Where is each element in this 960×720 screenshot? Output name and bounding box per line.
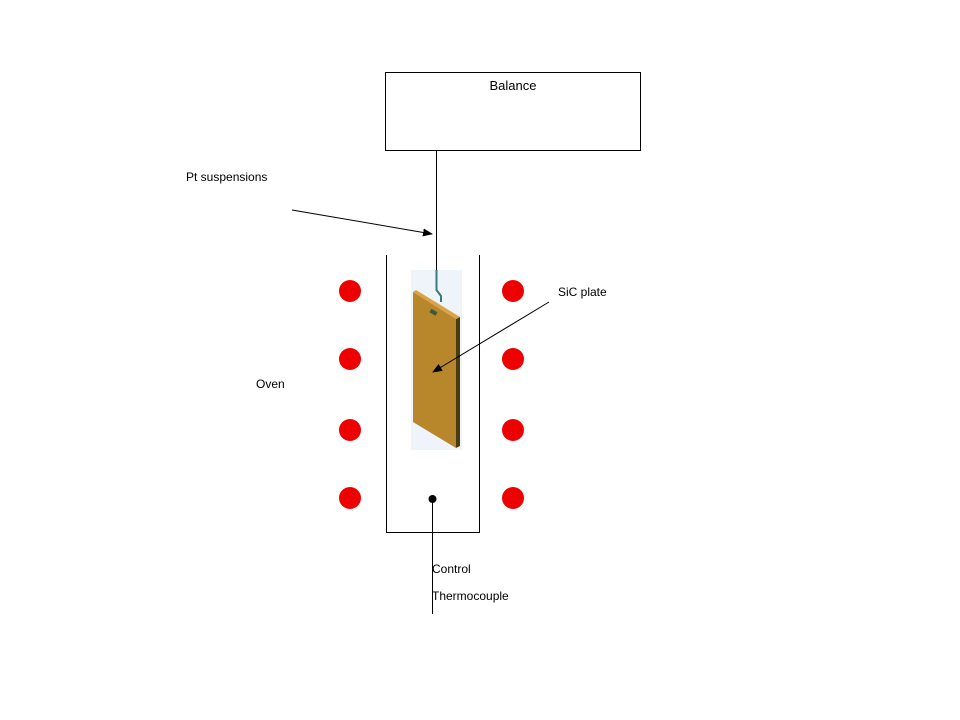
heater-dot	[339, 419, 361, 441]
sic-plate-top	[413, 290, 460, 319]
pt-suspensions-arrow	[291, 209, 433, 237]
heater-dot	[502, 487, 524, 509]
pt-suspensions-label: Pt suspensions	[186, 170, 267, 184]
thermocouple-label: Thermocouple	[432, 589, 509, 603]
heater-dot	[339, 280, 361, 302]
heaters	[339, 280, 524, 509]
heater-dot	[502, 419, 524, 441]
sic-plate-arrow	[432, 301, 550, 373]
heater-dot	[339, 348, 361, 370]
heater-dot	[502, 348, 524, 370]
heater-dot	[339, 487, 361, 509]
control-label: Control	[432, 562, 471, 576]
sic-plate-side	[456, 317, 460, 448]
oven-label: Oven	[256, 377, 285, 391]
plate-hole	[429, 308, 438, 316]
sic-plate-label: SiC plate	[558, 285, 607, 299]
pt-wire	[435, 270, 442, 302]
heater-dot	[502, 280, 524, 302]
balance-label: Balance	[490, 78, 537, 93]
balance-box	[385, 72, 641, 151]
sic-plate	[413, 292, 456, 448]
